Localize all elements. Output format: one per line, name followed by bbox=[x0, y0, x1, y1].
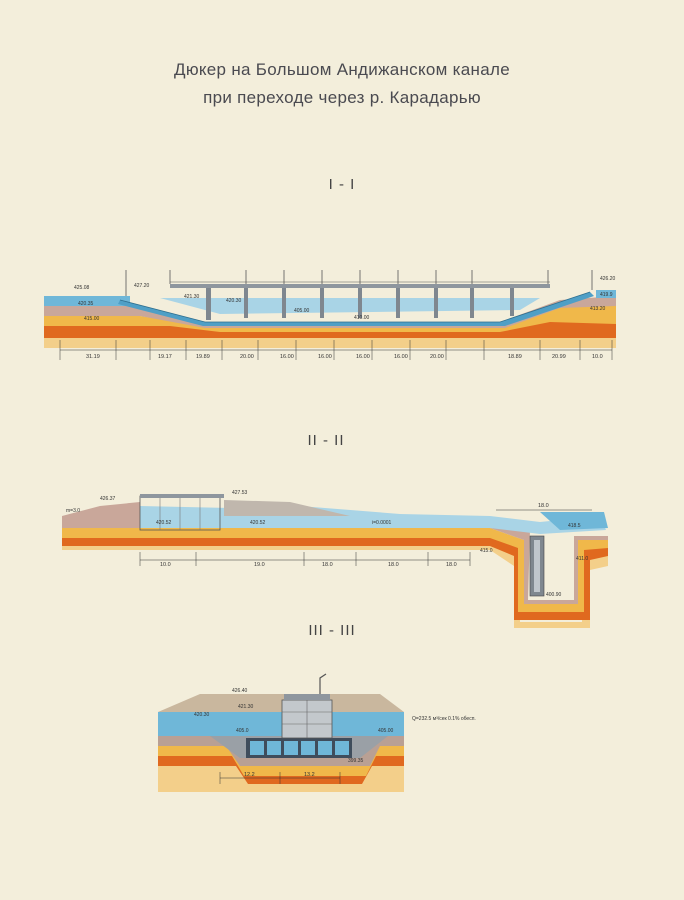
s1-water-main bbox=[160, 298, 540, 314]
s3-mark-5: 399.35 bbox=[348, 758, 364, 764]
s1-mark-2: 421.30 bbox=[184, 294, 200, 300]
s1-dim-6: 16.00 bbox=[356, 354, 370, 360]
s2-mark-1: 427.53 bbox=[232, 490, 248, 496]
sheet-title-line2: при переходе через р. Карадарью bbox=[203, 88, 481, 107]
s1-mark-4: 420.35 bbox=[78, 301, 94, 307]
s3-culvert-cells bbox=[246, 738, 352, 758]
s1-water-downstream bbox=[596, 290, 616, 298]
section-label-3: III - III bbox=[308, 622, 356, 639]
s3-mark-1: 421.30 bbox=[238, 704, 254, 710]
s1-dim-8: 20.00 bbox=[430, 354, 444, 360]
s1-dim-3: 20.00 bbox=[240, 354, 254, 360]
s1-bridge-deck bbox=[170, 284, 550, 288]
s2-mark-2: 420.52 bbox=[156, 520, 172, 526]
s2-mark-8: i=0.0001 bbox=[372, 520, 392, 526]
s1-mark-5: 405.00 bbox=[294, 308, 310, 314]
s2-dim-2: 19.0 bbox=[254, 562, 265, 568]
s2-mark-9: m=3.0 bbox=[66, 508, 80, 514]
s3-mark-0: 426.40 bbox=[232, 688, 248, 694]
s3-dim-0: 12.2 bbox=[244, 772, 255, 778]
s1-dim-0: 31.19 bbox=[86, 354, 100, 360]
section-label-2: II - II bbox=[307, 432, 345, 449]
s1-dim-10: 20.99 bbox=[552, 354, 566, 360]
s1-mark-9: 413.20 bbox=[590, 306, 606, 312]
s2-dim-5: 18.0 bbox=[446, 562, 457, 568]
s1-pipe-outline bbox=[119, 291, 591, 323]
s2-clay-layer bbox=[62, 534, 608, 620]
s1-mark-3: 420.30 bbox=[226, 298, 242, 304]
s1-dim-9: 18.89 bbox=[508, 354, 522, 360]
s3-sand-layer bbox=[158, 744, 404, 776]
s1-dim-7: 16.00 bbox=[394, 354, 408, 360]
s3-embankment bbox=[158, 694, 404, 712]
s2-dim-0: 18.0 bbox=[538, 503, 549, 509]
s2-embankment bbox=[224, 500, 350, 516]
s1-posts bbox=[125, 270, 593, 296]
s1-clay-layer bbox=[44, 318, 616, 338]
s2-mark-4: 418.5 bbox=[568, 523, 581, 529]
s2-mark-5: 415.0 bbox=[480, 548, 493, 554]
s1-dim-2: 19.89 bbox=[196, 354, 210, 360]
s3-mark-3: 405.0 bbox=[236, 728, 249, 734]
s3-water bbox=[158, 712, 404, 736]
s2-water-dark bbox=[540, 512, 608, 530]
s1-dim-5: 16.00 bbox=[318, 354, 332, 360]
s1-piers bbox=[206, 288, 514, 320]
s2-dim-3: 18.0 bbox=[322, 562, 333, 568]
s3-mark-4: 405.00 bbox=[378, 728, 394, 734]
s1-mark-0: 425.08 bbox=[74, 285, 90, 291]
s2-dim-1: 10.0 bbox=[160, 562, 171, 568]
s2-mark-0: 426.37 bbox=[100, 496, 116, 502]
s1-deep-layer bbox=[44, 335, 616, 348]
s2-mark-3: 420.52 bbox=[250, 520, 266, 526]
section-label-1: I - I bbox=[328, 176, 356, 193]
s1-mark-7: 415.00 bbox=[84, 316, 100, 322]
s2-dim-4: 18.0 bbox=[388, 562, 399, 568]
s1-mark-6: 410.00 bbox=[354, 315, 370, 321]
s3-dim-1: 13.2 bbox=[304, 772, 315, 778]
s3-mark-2: 420.30 bbox=[194, 712, 210, 718]
s1-water-upstream bbox=[44, 296, 130, 306]
s3-flow-note: Q=232.5 м³/сек 0.1% обесп. bbox=[412, 716, 476, 722]
s1-dim-4: 16.00 bbox=[280, 354, 294, 360]
s1-dim-1: 19.17 bbox=[158, 354, 172, 360]
s2-sand-layer bbox=[62, 528, 608, 612]
s1-dim-11: 10.0 bbox=[592, 354, 603, 360]
s1-mark-1: 427.20 bbox=[134, 283, 150, 289]
s2-ground-top bbox=[62, 502, 140, 528]
s1-mark-10: 419.9 bbox=[600, 292, 613, 298]
s2-mark-6: 411.0 bbox=[576, 556, 588, 562]
s1-mark-8: 426.20 bbox=[600, 276, 616, 282]
sheet-title-line1: Дюкер на Большом Андижанском канале bbox=[174, 60, 510, 79]
s2-mark-7: 400.90 bbox=[546, 592, 562, 598]
